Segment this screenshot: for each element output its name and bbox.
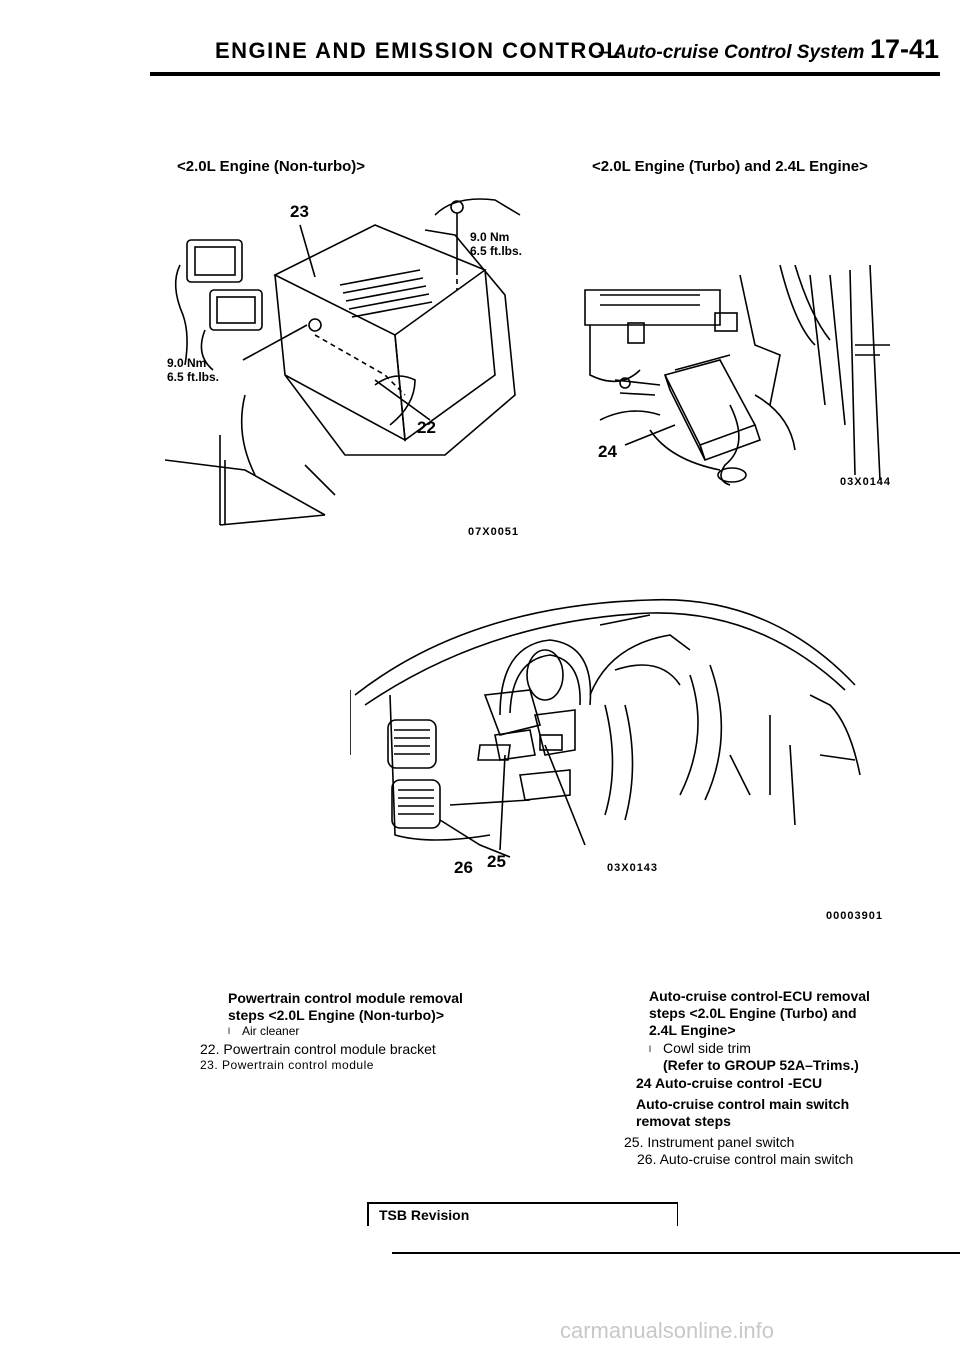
footer-rule <box>392 1252 960 1254</box>
figure-code-2: 03X0144 <box>840 476 892 488</box>
tsb-revision-label: TSB Revision <box>379 1207 470 1223</box>
pcm-removal-title-line2: steps <2.0L Engine (Non-turbo)> <box>228 1007 444 1023</box>
tsb-revision-box: TSB Revision <box>367 1202 678 1226</box>
torque-spec-left: 9.0 Nm 6.5 ft.lbs. <box>167 356 220 384</box>
ecu-removal-title-line1: Auto-cruise control-ECU removal <box>649 988 870 1004</box>
header-rule <box>150 72 940 76</box>
instrument-panel-illustration <box>350 598 861 858</box>
pcm-illustration <box>165 198 521 526</box>
page-figure-code: 00003901 <box>826 910 883 922</box>
page-number: 17-41 <box>870 34 940 64</box>
switch-step-25: 25. Instrument panel switch <box>624 1134 795 1150</box>
switch-step-26: 26. Auto-cruise control main switch <box>637 1151 854 1167</box>
callout-22: 22 <box>417 418 436 437</box>
ecu-removal-steps: Auto-cruise control-ECU removal steps <2… <box>649 988 899 1039</box>
watermark: carmanualsonline.info <box>560 1318 775 1343</box>
callout-23: 23 <box>290 202 309 221</box>
bullet-icon: l <box>649 1043 651 1054</box>
callout-26: 26 <box>454 858 473 877</box>
ecu-removal-title-line2: steps <2.0L Engine (Turbo) and <box>649 1005 857 1021</box>
switch-removal-title-line1: Auto-cruise control main switch <box>636 1096 850 1112</box>
pcm-step-22: 22. Powertrain control module bracket <box>200 1041 436 1057</box>
pcm-step-23: 23. Powertrain control module <box>200 1058 374 1072</box>
bullet-icon: l <box>228 1026 230 1037</box>
ecu-step-24: 24 Auto-cruise control -ECU <box>636 1075 823 1091</box>
pcm-removal-title-line1: Powertrain control module removal <box>228 990 463 1006</box>
ecu-bullet-reference: (Refer to GROUP 52A–Trims.) <box>663 1057 859 1073</box>
callout-24: 24 <box>598 442 617 461</box>
torque-spec-top: 9.0 Nm 6.5 ft.lbs. <box>470 230 523 258</box>
ecu-illustration <box>584 265 890 486</box>
ecu-removal-title-line3: 2.4L Engine> <box>649 1022 736 1038</box>
switch-removal-title-line2: removat steps <box>636 1113 731 1129</box>
section-title: ENGINE AND EMISSION CONTROL <box>215 38 622 63</box>
pcm-removal-steps: Powertrain control module removal steps … <box>228 990 498 1024</box>
figure-code-1: 07X0051 <box>468 526 520 538</box>
figure-caption-left: <2.0L Engine (Non-turbo)> <box>177 158 366 175</box>
subsection-title: – Auto-cruise Control System <box>598 42 865 63</box>
callout-25: 25 <box>487 852 506 871</box>
figure-code-3: 03X0143 <box>607 862 659 874</box>
figure-caption-right: <2.0L Engine (Turbo) and 2.4L Engine> <box>592 158 868 175</box>
